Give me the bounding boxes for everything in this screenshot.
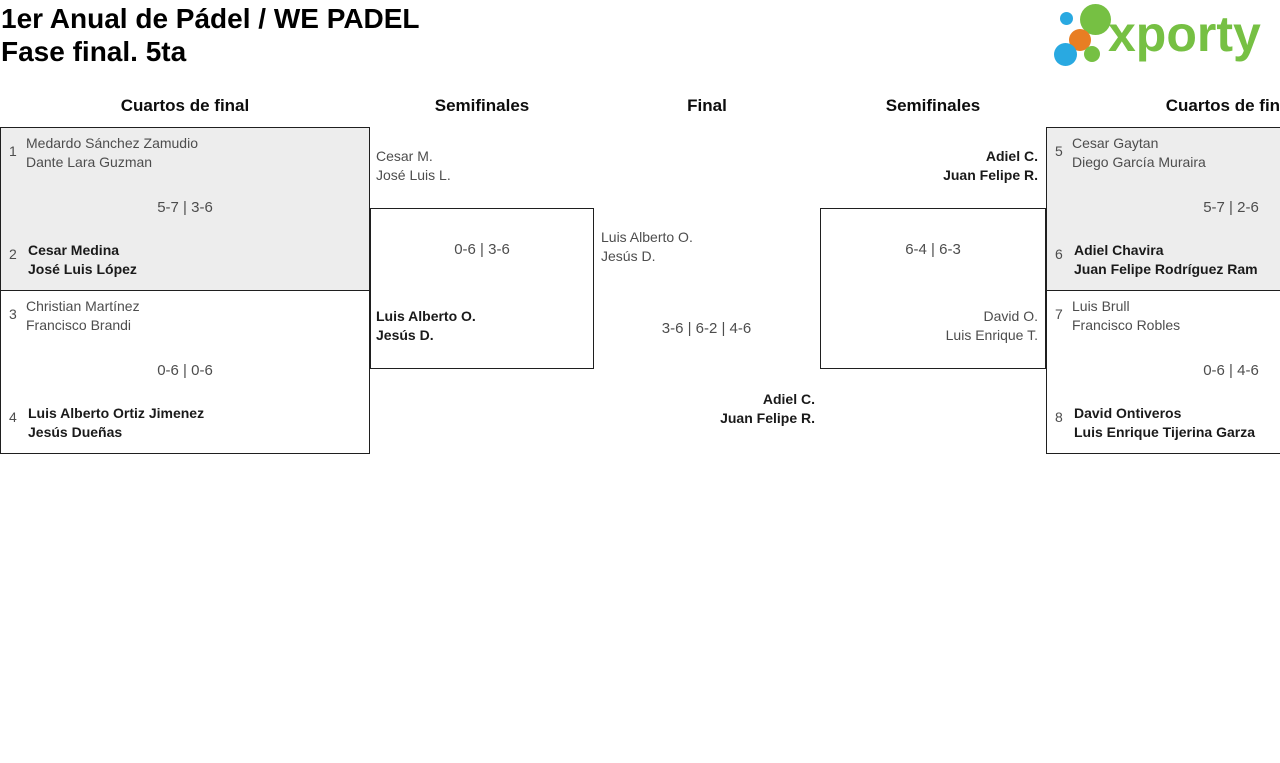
- team-pair: Luis Brull Francisco Robles: [1072, 297, 1180, 335]
- logo-dot-blue-small-icon: [1060, 12, 1073, 25]
- seed-number: 8: [1055, 409, 1063, 425]
- match-score: 5-7 | 2-6: [1203, 199, 1259, 216]
- player-name: Christian Martínez: [26, 298, 140, 314]
- player-name: Dante Lara Guzman: [26, 154, 153, 170]
- player-name: Juan Felipe R.: [720, 410, 815, 426]
- player-name: Cesar M.: [376, 148, 433, 164]
- player-name: Diego García Muraira: [1072, 154, 1206, 170]
- player-name: José Luis L.: [376, 167, 451, 183]
- round-header-right-semifinals: Semifinales: [885, 96, 981, 115]
- match-box-semifinal-left[interactable]: 0-6 | 3-6: [370, 208, 594, 369]
- player-name: David Ontiveros: [1074, 405, 1182, 421]
- player-name: Jesús D.: [601, 248, 656, 264]
- match-box-qf-1[interactable]: 1 Medardo Sánchez Zamudio Dante Lara Guz…: [0, 127, 370, 291]
- seed-number: 7: [1055, 306, 1063, 322]
- player-name: Adiel Chavira: [1074, 242, 1164, 258]
- match-score: 0-6 | 3-6: [454, 241, 510, 258]
- match-score: 0-6 | 4-6: [1203, 362, 1259, 379]
- player-name: Luis Enrique Tijerina Garza: [1074, 424, 1256, 440]
- logo-dot-green-small-icon: [1084, 46, 1100, 62]
- player-name: Jesús D.: [376, 327, 434, 343]
- player-name: Juan Felipe R.: [943, 167, 1038, 183]
- player-name: Cesar Medina: [28, 242, 120, 258]
- round-header-final: Final: [687, 96, 727, 115]
- round-header-left-quarterfinals: Cuartos de final: [120, 96, 250, 115]
- player-name: Medardo Sánchez Zamudio: [26, 135, 198, 151]
- match-score: 6-4 | 6-3: [905, 241, 961, 258]
- match-box-semifinal-right[interactable]: 6-4 | 6-3: [820, 208, 1046, 369]
- player-name: Francisco Robles: [1072, 317, 1181, 333]
- seed-number: 1: [9, 143, 17, 159]
- team-pair: Cesar Gaytan Diego García Muraira: [1072, 134, 1206, 172]
- player-name: Luis Alberto O.: [376, 308, 476, 324]
- seed-number: 6: [1055, 246, 1063, 262]
- semifinal-right-bottom-team: David O. Luis Enrique T.: [946, 307, 1038, 345]
- player-name: Adiel C.: [985, 148, 1038, 164]
- player-name: Juan Felipe Rodríguez Ram: [1074, 261, 1258, 277]
- team-pair-winner: David Ontiveros Luis Enrique Tijerina Ga…: [1074, 404, 1255, 442]
- semifinal-left-top-team: Cesar M. José Luis L.: [376, 147, 451, 185]
- round-header-left-semifinals: Semifinales: [434, 96, 530, 115]
- match-score: 5-7 | 3-6: [157, 199, 213, 216]
- semifinal-left-winner-team: Luis Alberto O. Jesús D.: [376, 307, 476, 345]
- match-score: 0-6 | 0-6: [157, 362, 213, 379]
- player-name: Cesar Gaytan: [1072, 135, 1159, 151]
- player-name: David O.: [983, 308, 1038, 324]
- seed-number: 4: [9, 409, 17, 425]
- seed-number: 2: [9, 246, 17, 262]
- team-pair-winner: Cesar Medina José Luis López: [28, 241, 137, 279]
- team-pair-winner: Luis Alberto Ortiz Jimenez Jesús Dueñas: [28, 404, 204, 442]
- match-box-qf-4[interactable]: 7 Luis Brull Francisco Robles 0-6 | 4-6 …: [1046, 290, 1280, 454]
- player-name: Luis Brull: [1072, 298, 1130, 314]
- semifinal-right-winner-team: Adiel C. Juan Felipe R.: [943, 147, 1038, 185]
- logo-dot-orange-icon: [1069, 29, 1091, 51]
- page-subtitle: Fase final. 5ta: [1, 36, 187, 67]
- seed-number: 5: [1055, 143, 1063, 159]
- team-pair: Medardo Sánchez Zamudio Dante Lara Guzma…: [26, 134, 198, 172]
- player-name: Luis Alberto O.: [601, 229, 693, 245]
- match-box-qf-2[interactable]: 3 Christian Martínez Francisco Brandi 0-…: [0, 290, 370, 454]
- seed-number: 3: [9, 306, 17, 322]
- team-pair: Christian Martínez Francisco Brandi: [26, 297, 140, 335]
- player-name: José Luis López: [28, 261, 137, 277]
- logo-dot-blue-large-icon: [1054, 43, 1077, 66]
- player-name: Adiel C.: [762, 391, 815, 407]
- logo-wordmark: xporty: [1108, 6, 1261, 62]
- page-title: 1er Anual de Pádel / WE PADEL: [1, 3, 420, 34]
- final-winner-team: Adiel C. Juan Felipe R.: [720, 390, 815, 428]
- player-name: Luis Enrique T.: [945, 327, 1038, 343]
- team-pair-winner: Adiel Chavira Juan Felipe Rodríguez Ram: [1074, 241, 1258, 279]
- player-name: Jesús Dueñas: [28, 424, 123, 440]
- player-name: Francisco Brandi: [26, 317, 132, 333]
- match-box-qf-3[interactable]: 5 Cesar Gaytan Diego García Muraira 5-7 …: [1046, 127, 1280, 291]
- round-header-right-quarterfinals: Cuartos de final: [1165, 96, 1280, 115]
- final-left-team: Luis Alberto O. Jesús D.: [601, 228, 693, 266]
- player-name: Luis Alberto Ortiz Jimenez: [28, 405, 205, 421]
- final-score: 3-6 | 6-2 | 4-6: [661, 320, 752, 337]
